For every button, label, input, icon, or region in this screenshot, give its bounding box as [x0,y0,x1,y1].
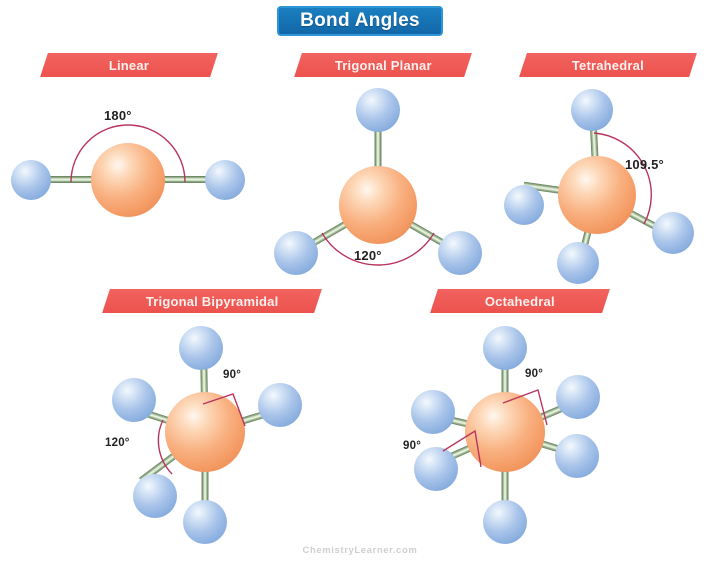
molecule-octahedral: 90° 90° [395,326,635,555]
atom-terminal-octahedral-upper-left [411,390,455,434]
molecule-linear: 180° [0,95,250,225]
atom-terminal-tetrahedral-4 [557,242,599,284]
atom-central-linear [91,143,165,217]
molecule-trigonal-planar: 120° [265,85,495,280]
atom-terminal-bipyramidal-axial-top [179,326,223,370]
page-title: Bond Angles [300,10,420,31]
section-label-trigonal-bipyramidal-text: Trigonal Bipyramidal [145,293,279,309]
atom-terminal-tetrahedral-3 [652,212,694,254]
molecule-trigonal-bipyramidal: 90° 120° [95,326,335,555]
atom-terminal-tetrahedral-1 [571,89,613,131]
angle-label-bipyramidal-120: 120° [105,437,130,449]
section-label-linear-text: Linear [108,57,150,73]
section-label-octahedral-text: Octahedral [485,293,555,309]
atom-terminal-trigonal-planar-1 [356,88,400,132]
atom-central-trigonal-planar [339,166,417,244]
section-label-linear: Linear [40,53,218,77]
atom-terminal-bipyramidal-eq-right [258,383,302,427]
atom-terminal-octahedral-lower-left [414,447,458,491]
atom-terminal-octahedral-lower-right [555,434,599,478]
atom-terminal-bipyramidal-eq-upper-left [112,378,156,422]
atom-terminal-octahedral-upper-right [556,375,600,419]
atom-terminal-linear-1 [11,160,51,200]
atom-central-bipyramidal [165,392,245,472]
angle-label-linear-180: 180° [104,108,132,123]
atom-terminal-octahedral-axial-bottom [483,500,527,544]
atom-central-octahedral [465,392,545,472]
atom-terminal-linear-2 [205,160,245,200]
section-label-tetrahedral-text: Tetrahedral [571,57,645,73]
angle-label-tetrahedral-109: 109.5° [625,157,664,172]
atom-terminal-trigonal-planar-3 [438,231,482,275]
section-label-octahedral: Octahedral [430,289,610,313]
atom-terminal-bipyramidal-axial-bottom [183,500,227,544]
atom-terminal-trigonal-planar-2 [274,231,318,275]
section-label-trigonal-bipyramidal: Trigonal Bipyramidal [102,289,322,313]
section-label-trigonal-planar-text: Trigonal Planar [334,57,432,73]
angle-label-octahedral-90-upper: 90° [525,368,543,380]
watermark: ChemistryLearner.com [302,545,418,556]
atom-terminal-bipyramidal-eq-lower-left [133,474,177,518]
angle-label-trigonal-planar-120: 120° [354,248,382,263]
angle-label-bipyramidal-90: 90° [223,369,241,381]
section-label-trigonal-planar: Trigonal Planar [294,53,472,77]
atom-terminal-octahedral-axial-top [483,326,527,370]
molecule-tetrahedral: 109.5° [504,85,720,284]
atom-terminal-tetrahedral-2 [504,185,544,225]
angle-label-octahedral-90-left: 90° [403,440,421,452]
page-title-banner: Bond Angles [277,6,443,36]
section-label-tetrahedral: Tetrahedral [519,53,697,77]
